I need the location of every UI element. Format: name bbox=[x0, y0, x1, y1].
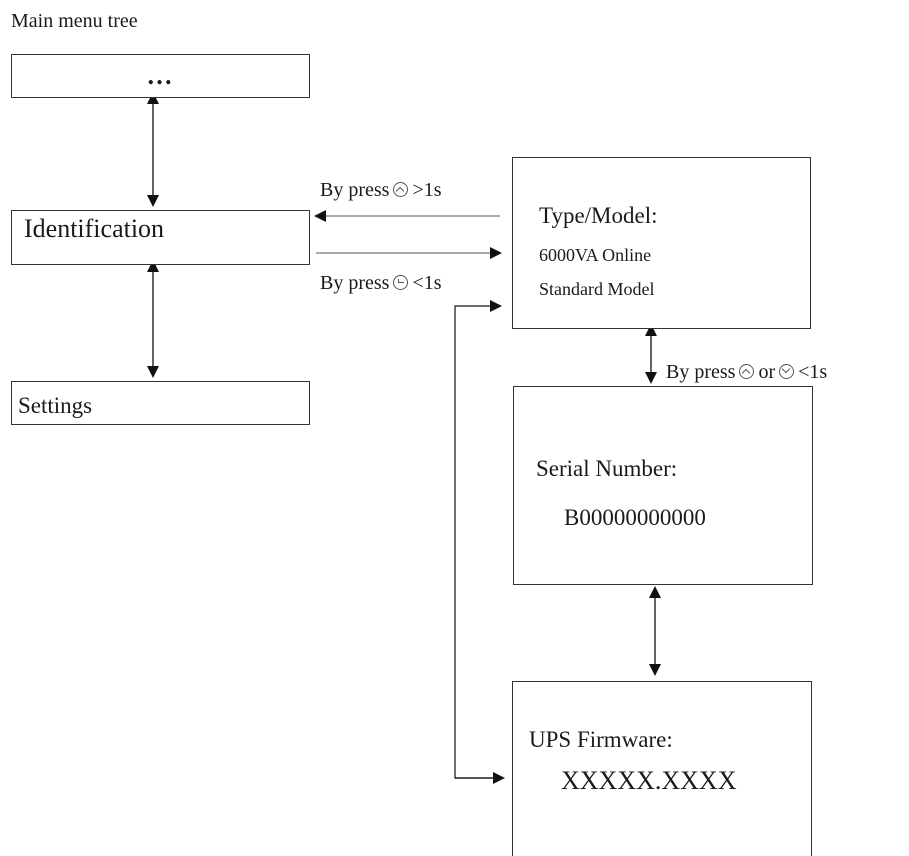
menu-box-identification: Identification bbox=[11, 210, 310, 265]
serial-value: B00000000000 bbox=[564, 505, 706, 530]
label-back-prefix: By press bbox=[320, 179, 390, 201]
label-enter-suffix: <1s bbox=[412, 272, 442, 294]
type-model-line2: Standard Model bbox=[539, 279, 655, 299]
screen-type-model: Type/Model: 6000VA Online Standard Model bbox=[512, 157, 811, 329]
menu-ellipsis: … bbox=[146, 61, 175, 90]
label-nav-prefix: By press bbox=[666, 361, 736, 383]
label-nav-or: or bbox=[758, 361, 776, 383]
up-button-icon bbox=[739, 364, 755, 379]
menu-settings: Settings bbox=[18, 393, 93, 418]
label-nav-suffix: <1s bbox=[798, 361, 828, 383]
up-button-icon bbox=[393, 182, 409, 197]
label-back: By press >1s bbox=[320, 180, 442, 200]
down-button-icon bbox=[779, 364, 795, 379]
screen-ups-firmware: UPS Firmware: XXXXX.XXXX bbox=[512, 681, 812, 856]
type-model-line1: 6000VA Online bbox=[539, 245, 652, 265]
screen-serial-number: Serial Number: B00000000000 bbox=[513, 386, 813, 585]
menu-identification: Identification bbox=[24, 214, 165, 243]
firmware-label: UPS Firmware: bbox=[529, 727, 673, 752]
diagram-title: Main menu tree bbox=[11, 10, 138, 32]
label-nav: By press or <1s bbox=[666, 362, 827, 382]
label-back-suffix: >1s bbox=[412, 179, 442, 201]
arrow-loop bbox=[454, 300, 502, 779]
label-enter: By press <1s bbox=[320, 273, 442, 293]
enter-button-icon bbox=[393, 275, 409, 290]
label-enter-prefix: By press bbox=[320, 272, 390, 294]
firmware-value: XXXXX.XXXX bbox=[561, 766, 737, 795]
serial-label: Serial Number: bbox=[536, 456, 678, 481]
menu-box-settings: Settings bbox=[11, 381, 310, 425]
menu-box-ellipsis: … bbox=[11, 54, 310, 98]
type-model-label: Type/Model: bbox=[539, 203, 658, 228]
